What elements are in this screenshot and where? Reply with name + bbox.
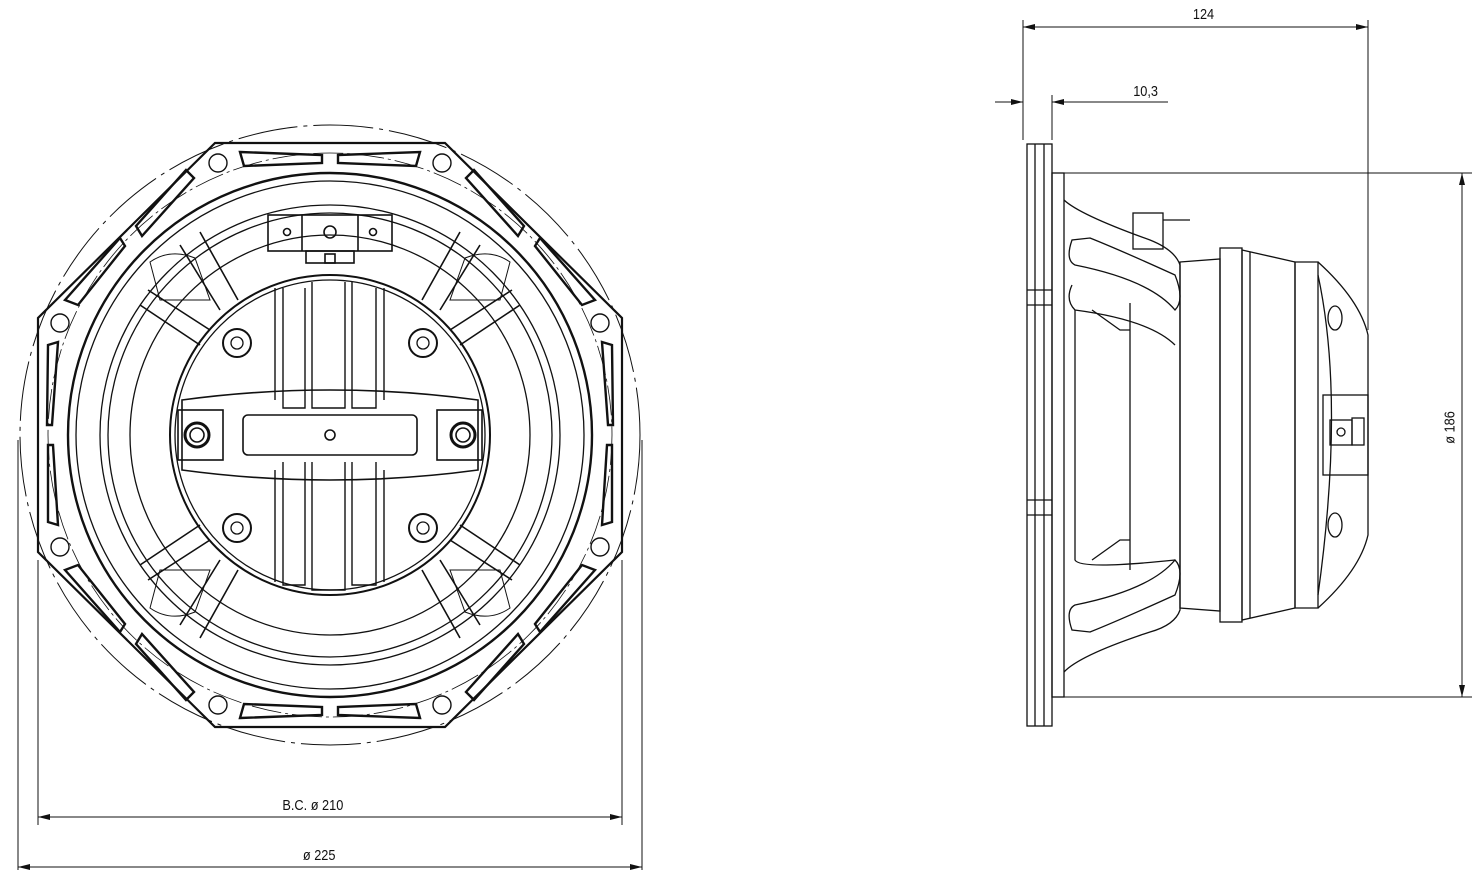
cooling-fins — [274, 282, 385, 591]
front-view — [19, 124, 641, 746]
depth-label: 124 — [1192, 6, 1215, 23]
terminal-side — [1132, 212, 1164, 250]
side-view — [1026, 143, 1369, 727]
side-dimensions — [995, 20, 1472, 698]
motor-center-bar — [177, 389, 483, 481]
outer-diameter-label: ø 225 — [302, 847, 336, 864]
cutout-diameter-label: ø 186 — [1441, 411, 1459, 444]
terminal-block — [267, 214, 393, 264]
bolt-circle-label: B.C. ø 210 — [282, 797, 344, 814]
motor-side — [1179, 247, 1369, 623]
basket-arm-bottom — [1068, 559, 1181, 633]
mounting-flange — [1026, 143, 1053, 727]
mounting-holes — [50, 153, 610, 715]
bolt-circle — [47, 152, 613, 718]
basket-spokes — [139, 231, 521, 639]
outer-diameter-dashed-circle — [19, 124, 641, 746]
flange-thickness-label: 10,3 — [1133, 83, 1159, 100]
frame-slots — [45, 150, 615, 720]
front-dimensions — [17, 440, 643, 870]
basket-arm-top — [1068, 237, 1181, 311]
octagonal-frame — [36, 141, 624, 729]
motor-screws — [222, 328, 438, 543]
